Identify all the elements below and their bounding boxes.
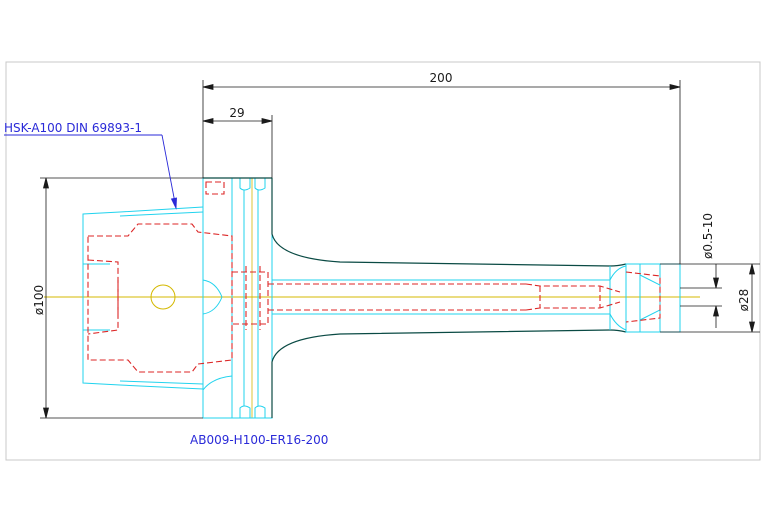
flange — [202, 177, 273, 419]
dimension-nose-diameter — [660, 263, 760, 333]
dim-flange-diameter-text: ø100 — [32, 285, 46, 315]
dimension-clamping-range — [680, 264, 722, 328]
collet-nut — [625, 263, 681, 333]
tool-body-outline — [203, 177, 627, 418]
taper-callout-text: HSK-A100 DIN 69893-1 — [4, 121, 142, 135]
dim-clamping-range-text: ø0.5-10 — [701, 213, 715, 259]
tool-body-inner — [272, 265, 627, 331]
part-number-text: AB009-H100-ER16-200 — [190, 433, 328, 447]
drive-key-circle — [150, 284, 176, 310]
dimension-flange-length — [202, 115, 273, 178]
hsk-taper — [82, 206, 204, 390]
dim-nose-diameter-text: ø28 — [737, 289, 751, 312]
dim-overall-length-text: 200 — [430, 71, 453, 85]
dimension-flange-diameter — [40, 177, 203, 419]
taper-callout-leader — [4, 134, 177, 210]
drawing-frame — [5, 61, 761, 461]
dim-flange-length-text: 29 — [229, 106, 244, 120]
dimension-overall-length — [202, 80, 681, 264]
hidden-lines — [87, 181, 661, 373]
